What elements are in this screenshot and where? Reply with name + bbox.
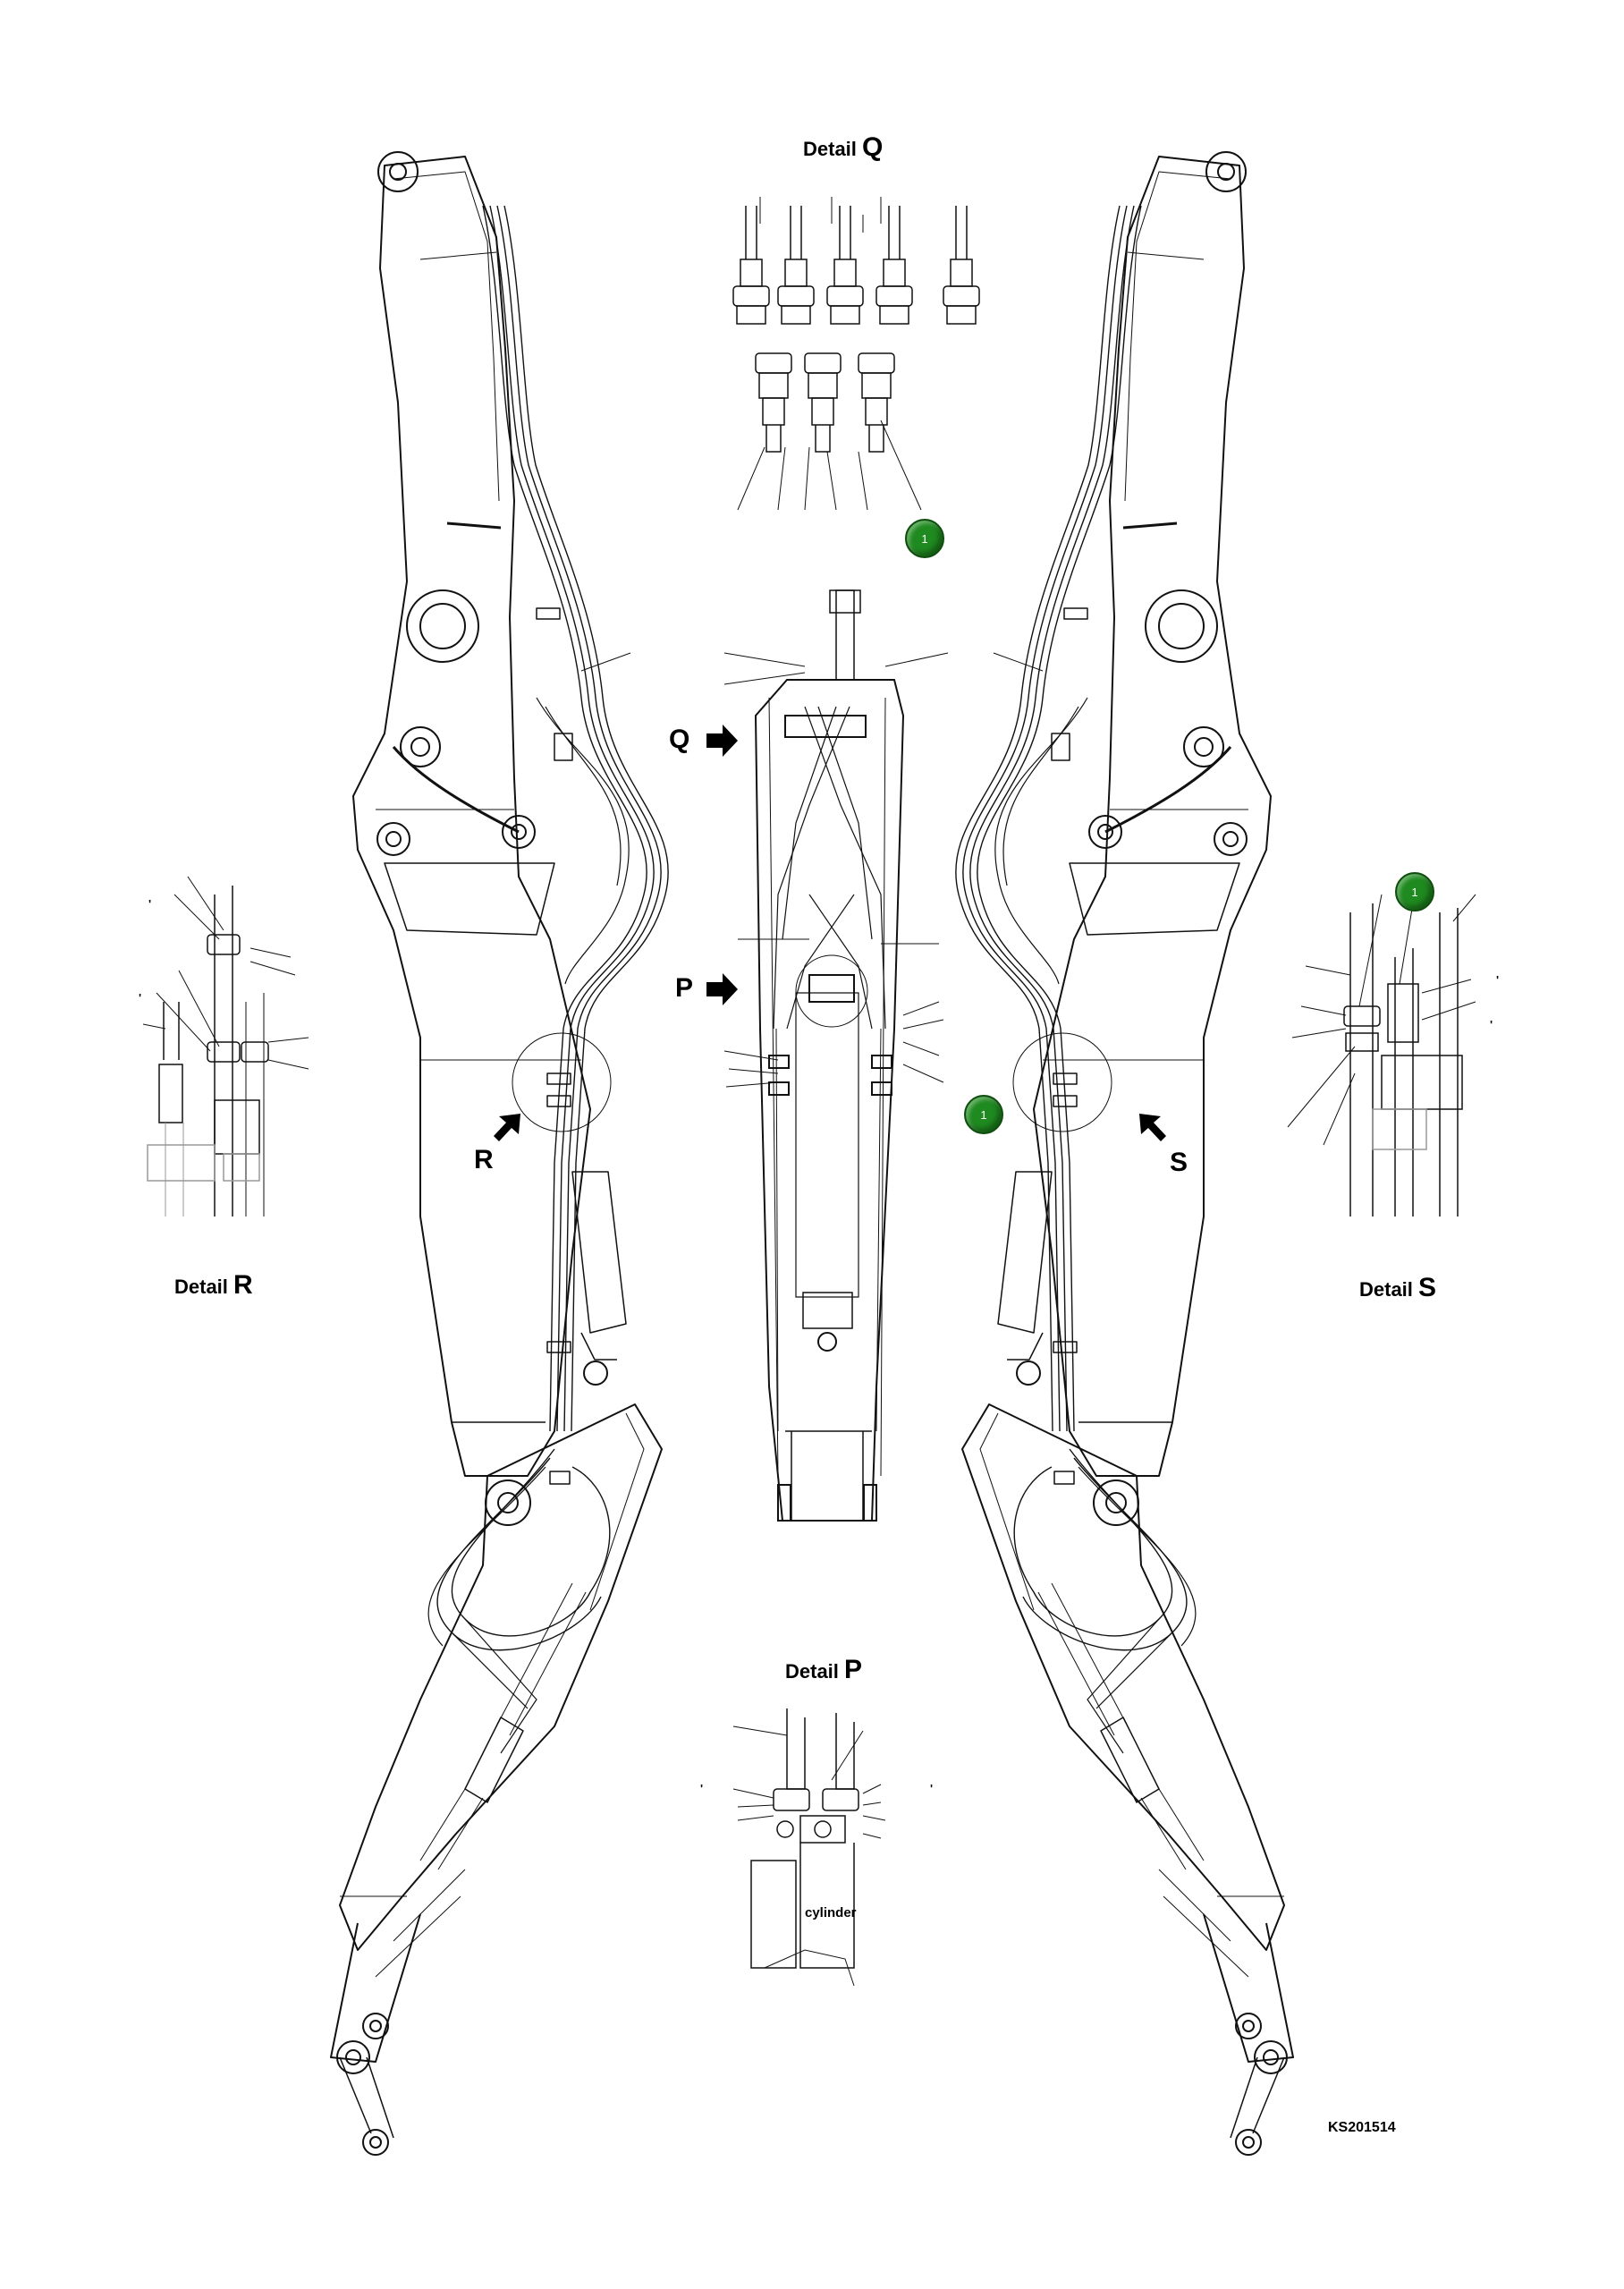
tick-mark: ' xyxy=(148,897,152,911)
drawing-code: KS201514 xyxy=(1328,2120,1396,2135)
view-letter-p: P xyxy=(675,973,694,1003)
detail-p-prefix: Detail xyxy=(785,1660,839,1683)
detail-p-fittings xyxy=(732,1708,886,1987)
detail-q-fittings xyxy=(732,197,980,511)
view-arrow-s xyxy=(1139,1114,1166,1141)
view-arrow-r xyxy=(494,1114,520,1141)
detail-s-prefix: Detail xyxy=(1359,1278,1413,1301)
detail-r-title: Detail R xyxy=(174,1270,253,1301)
detail-s-title: Detail S xyxy=(1359,1273,1436,1303)
tick-mark: ' xyxy=(1496,973,1500,987)
detail-p-title: Detail P xyxy=(785,1655,862,1685)
left-boom-assembly xyxy=(329,150,670,2157)
detail-s-fittings xyxy=(1287,894,1476,1217)
detail-q-letter: Q xyxy=(862,132,884,162)
view-letter-r: R xyxy=(474,1145,494,1174)
tick-mark: ' xyxy=(930,1782,934,1795)
tick-mark: ' xyxy=(700,1782,704,1795)
boom-plan-view xyxy=(723,589,949,1522)
detail-q-prefix: Detail xyxy=(803,138,857,160)
view-letter-q: Q xyxy=(669,725,690,754)
view-letter-s: S xyxy=(1170,1148,1188,1177)
detail-s-letter: S xyxy=(1418,1273,1437,1302)
tick-mark: ' xyxy=(139,991,142,1005)
tick-mark: ' xyxy=(1490,1018,1493,1031)
detail-r-letter: R xyxy=(233,1270,253,1300)
cylinder-label: cylinder xyxy=(805,1905,857,1920)
view-arrow-p xyxy=(706,973,738,1005)
view-arrow-q xyxy=(706,725,738,757)
right-boom-assembly xyxy=(954,150,1295,2157)
detail-r-prefix: Detail xyxy=(174,1276,228,1298)
detail-r-fittings xyxy=(142,876,309,1217)
item-callout-1[interactable]: 1 xyxy=(1395,872,1434,911)
item-callout-1[interactable]: 1 xyxy=(964,1095,1003,1134)
detail-q-title: Detail Q xyxy=(803,132,883,163)
detail-p-letter: P xyxy=(844,1655,863,1684)
item-callout-1[interactable]: 1 xyxy=(905,519,944,558)
